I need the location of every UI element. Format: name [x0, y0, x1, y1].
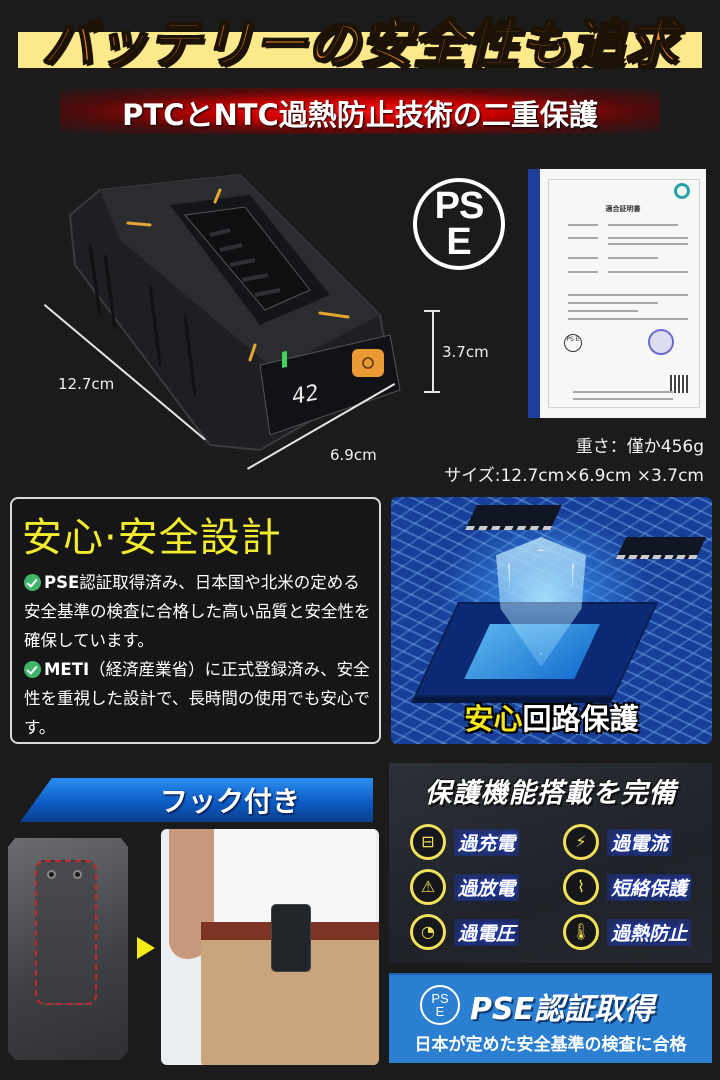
pse-banner-subtitle: 日本が定めた安全基準の検査に合格	[414, 1035, 687, 1055]
height-dimension-cap-bottom	[424, 391, 440, 393]
height-dimension-line	[432, 310, 434, 392]
ic-chip	[465, 505, 562, 530]
pse-mark-top: PS	[431, 991, 449, 1006]
pse-mark-bottom: E	[446, 221, 472, 263]
voltage-gauge-icon: ◔	[410, 914, 446, 950]
feature-label: 過電圧	[454, 918, 520, 946]
screw-icon	[73, 870, 82, 879]
title-highlight-band	[18, 32, 702, 68]
certificate-frame	[548, 179, 700, 408]
device-on-belt	[271, 904, 311, 972]
safety-design-title: 安心·安全設計	[22, 515, 282, 561]
width-label: 6.9cm	[330, 446, 377, 464]
certificate-spine	[528, 169, 540, 418]
certificate-image: 適合証明書 PS E	[528, 169, 706, 418]
safety-design-text: PSE認証取得済み、日本国や北米の定める安全基準の検査に合格した高い品質と安全性…	[24, 568, 376, 742]
feature-overcharge: ⊟ 過充電	[410, 824, 520, 860]
feature-label: 過熱防止	[607, 918, 692, 946]
page-subtitle: PTCとNTC過熱防止技術の二重保護	[122, 98, 598, 132]
pse-mark-icon: PS E	[420, 985, 460, 1025]
feature-overdischarge: ⚠ 過放電	[410, 869, 520, 905]
pse-mark-bottom: E	[435, 1004, 445, 1019]
height-label: 3.7cm	[442, 343, 489, 361]
caption-highlight: 安心	[464, 702, 523, 736]
svg-text:42: 42	[292, 380, 318, 410]
power-bank-illustration: 42	[68, 173, 401, 452]
bullet-text: （経済産業省）に正式登録済み、安全性を重視した設計で、長時間の使用でも安心です。	[24, 660, 370, 737]
circuit-protection-image: 安心回路保護	[391, 497, 712, 744]
feature-label: 過放電	[454, 873, 520, 901]
arrow-right-icon	[137, 937, 155, 959]
thermometer-icon: 🌡	[563, 914, 599, 950]
safety-design-panel	[10, 497, 381, 744]
ic-chip	[615, 537, 707, 559]
caption-rest: 回路保護	[522, 702, 639, 736]
belt-clip-outline	[35, 860, 97, 1005]
pse-mark-top: PS	[434, 184, 485, 227]
size-spec: サイズ:12.7cm×6.9cm ×3.7cm	[444, 466, 704, 486]
check-circle-icon	[24, 661, 41, 678]
certificate-seal	[648, 329, 674, 355]
circuit-caption: 安心回路保護	[391, 696, 712, 738]
safety-bullet-pse: PSE認証取得済み、日本国や北米の定める安全基準の検査に合格した高い品質と安全性…	[24, 568, 376, 655]
feature-label: 過充電	[454, 828, 520, 856]
pse-banner-title: PSE認証取得	[470, 992, 655, 1027]
short-circuit-icon: ⌇	[563, 869, 599, 905]
alarm-light-icon: ⚠	[410, 869, 446, 905]
qr-code	[670, 375, 688, 393]
check-circle-icon	[24, 574, 41, 591]
page-title: バッテリーの安全性も追求	[41, 14, 678, 76]
belt-clip-photo	[161, 829, 379, 1065]
safety-bullet-meti: METI（経済産業省）に正式登録済み、安全性を重視した設計で、長時間の使用でも安…	[24, 655, 376, 742]
feature-overcurrent: ⚡ 過電流	[563, 824, 673, 860]
feature-overvoltage: ◔ 過電圧	[410, 914, 520, 950]
feature-short-circuit: ⌇ 短絡保護	[563, 869, 692, 905]
screw-icon	[47, 870, 56, 879]
bullet-lead: PSE	[44, 573, 80, 592]
feature-label: 短絡保護	[607, 873, 692, 901]
length-label: 12.7cm	[58, 375, 115, 393]
feature-overheat: 🌡 過熱防止	[563, 914, 692, 950]
current-meter-icon: ⚡	[563, 824, 599, 860]
hook-title: フック付き	[159, 785, 300, 818]
certificate-logo-icon	[674, 183, 690, 199]
weight-spec: 重さ：僅か456g	[575, 437, 704, 457]
height-dimension-cap-top	[424, 310, 440, 312]
pse-mark-icon: PS E	[413, 178, 505, 270]
hook-banner	[20, 778, 373, 822]
feature-label: 過電流	[607, 828, 673, 856]
bullet-text: 認証取得済み、日本国や北米の定める安全基準の検査に合格した高い品質と安全性を確保…	[24, 573, 371, 650]
battery-charge-icon: ⊟	[410, 824, 446, 860]
product-image: 42	[60, 165, 420, 465]
bullet-lead: METI	[44, 660, 90, 679]
protection-title: 保護機能搭載を完備	[424, 778, 677, 809]
certificate-pse-mark: PS E	[564, 334, 582, 352]
subtitle-banner	[60, 88, 660, 134]
product-specs: 重さ：僅か456g サイズ:12.7cm×6.9cm ×3.7cm	[444, 433, 704, 491]
certificate-title: 適合証明書	[605, 205, 641, 213]
